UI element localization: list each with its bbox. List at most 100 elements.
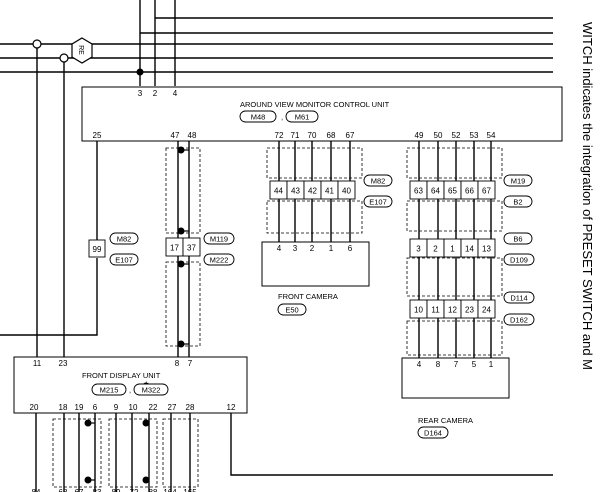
- avm-title: AROUND VIEW MONITOR CONTROL UNIT: [240, 100, 390, 109]
- fdu-bottom-pin-22: 22: [149, 403, 158, 412]
- front-junction-pin-41: 41: [325, 187, 334, 196]
- fdu-bottom-pin-20: 20: [30, 403, 39, 412]
- fdu-top-pin-11: 11: [33, 359, 42, 368]
- left-junction-pin: 99: [93, 245, 102, 254]
- fdu-conn-1: M215: [100, 386, 119, 395]
- rear-junction-chain: 63 64 65 66 67 M19 B2 3 2 1 14 13 B6 D10…: [406, 147, 535, 356]
- avm-pin-71: 71: [291, 131, 300, 140]
- rear-j1-pin-67: 67: [482, 187, 491, 196]
- avm-pin-52: 52: [452, 131, 461, 140]
- rear-j1-pin-65: 65: [448, 187, 457, 196]
- mid-junction: 17 37 M119 M222: [165, 146, 235, 348]
- bottom-pin-164: 164: [163, 488, 177, 492]
- rear-j3-conn-2: D162: [510, 316, 528, 325]
- bottom-pin-84: 84: [32, 488, 41, 492]
- avm-pin-49: 49: [415, 131, 424, 140]
- avm-conn-1: M48: [251, 113, 266, 122]
- avm-pin-72: 72: [275, 131, 284, 140]
- avm-pin-48: 48: [188, 131, 197, 140]
- re-label: RE: [77, 45, 84, 55]
- fdu-title: FRONT DISPLAY UNIT: [82, 371, 161, 380]
- bottom-pin-165: 165: [183, 488, 197, 492]
- rear-camera-pin-1: 1: [489, 360, 494, 369]
- bottom-pin-88: 88: [149, 488, 158, 492]
- front-junction-pin-40: 40: [342, 187, 351, 196]
- fdu-bottom-pin-6: 6: [93, 403, 98, 412]
- avm-pin-4: 4: [173, 89, 178, 98]
- front-camera-pin-1: 1: [329, 244, 334, 253]
- front-camera-pin-2: 2: [310, 244, 315, 253]
- rear-camera-pin-7: 7: [454, 360, 459, 369]
- avm-pin-50: 50: [434, 131, 443, 140]
- avm-pin-70: 70: [308, 131, 317, 140]
- front-camera-title: FRONT CAMERA: [278, 292, 338, 301]
- left-junction-conn-1: M82: [117, 235, 132, 244]
- bottom-pin-89: 89: [112, 488, 121, 492]
- avm-pin-3: 3: [138, 89, 143, 98]
- fdu-top-pin-7: 7: [188, 359, 193, 368]
- svg-text:,: ,: [281, 113, 283, 122]
- fdu-bottom-pin-9: 9: [114, 403, 119, 412]
- fdu-top-pin-23: 23: [59, 359, 68, 368]
- avm-pin-2: 2: [153, 89, 158, 98]
- front-junction-pin-44: 44: [274, 187, 283, 196]
- rear-camera-pin-5: 5: [472, 360, 477, 369]
- fdu-bottom-pin-10: 10: [129, 403, 138, 412]
- fdu-conn-2: M322: [142, 386, 161, 395]
- front-junction-pin-42: 42: [308, 187, 317, 196]
- mid-junction-conn-1: M119: [210, 235, 228, 244]
- avm-control-unit: 3 2 4 AROUND VIEW MONITOR CONTROL UNIT M…: [81, 86, 563, 142]
- front-camera-pin-3: 3: [293, 244, 298, 253]
- avm-pin-47: 47: [171, 131, 180, 140]
- mid-junction-pin-37: 37: [187, 244, 196, 253]
- front-camera: 4 3 2 1 6 FRONT CAMERA E50: [261, 241, 370, 316]
- lower-twisted-pairs: [52, 418, 199, 488]
- fdu-bottom-pin-19: 19: [75, 403, 84, 412]
- avm-pin-67: 67: [346, 131, 355, 140]
- rear-camera-conn: D164: [424, 429, 442, 438]
- front-junction-conn-1: M82: [371, 177, 386, 186]
- rear-camera: 4 8 7 5 1 REAR CAMERA D164: [401, 357, 510, 439]
- bottom-pin-row: 84 68 67 83 89 72 88 164 165: [32, 488, 198, 492]
- svg-text:,: ,: [129, 386, 131, 395]
- rear-j2-conn-2: D109: [510, 256, 528, 265]
- fdu-bottom-pin-18: 18: [59, 403, 68, 412]
- rear-j2-pin-2: 2: [433, 245, 438, 254]
- front-junction-conn-2: E107: [369, 198, 387, 207]
- front-camera-conn: E50: [285, 306, 298, 315]
- left-junction: 99 M82 E107: [88, 232, 139, 266]
- fdu-top-pin-8: 8: [175, 359, 180, 368]
- rear-j3-pin-24: 24: [482, 306, 491, 315]
- avm-pin-68: 68: [327, 131, 336, 140]
- front-display-unit: 11 23 8 7 FRONT DISPLAY UNIT ★ M215 , M3…: [13, 356, 248, 414]
- rear-j1-conn-2: B2: [513, 198, 522, 207]
- rear-j3-pin-23: 23: [465, 306, 474, 315]
- mid-junction-pin-17: 17: [170, 244, 179, 253]
- rear-j2-pin-14: 14: [465, 245, 474, 254]
- front-camera-pin-4: 4: [277, 244, 282, 253]
- rear-camera-pin-8: 8: [436, 360, 441, 369]
- fdu-bottom-pin-27: 27: [168, 403, 177, 412]
- side-note: WITCH indicates the integration of PRESE…: [580, 22, 595, 370]
- rear-j3-pin-10: 10: [414, 306, 423, 315]
- fdu-bottom-pin-28: 28: [186, 403, 195, 412]
- avm-conn-2: M61: [295, 113, 310, 122]
- bottom-pin-68: 68: [59, 488, 68, 492]
- rear-j3-conn-1: D114: [510, 294, 527, 303]
- avm-pin-25: 25: [93, 131, 102, 140]
- rear-j3-pin-12: 12: [448, 306, 457, 315]
- rear-j2-pin-13: 13: [482, 245, 491, 254]
- avm-pin-54: 54: [487, 131, 496, 140]
- avm-pin-53: 53: [470, 131, 479, 140]
- front-junction-pin-43: 43: [291, 187, 300, 196]
- rear-j3-pin-11: 11: [431, 306, 440, 315]
- left-junction-conn-2: E107: [115, 256, 133, 265]
- bottom-pin-72: 72: [130, 488, 139, 492]
- rear-j1-pin-64: 64: [431, 187, 440, 196]
- rear-j2-conn-1: B6: [513, 235, 522, 244]
- bottom-pin-67: 67: [75, 488, 84, 492]
- rear-j2-pin-3: 3: [416, 245, 421, 254]
- front-camera-pin-6: 6: [348, 244, 353, 253]
- rear-camera-pin-4: 4: [417, 360, 422, 369]
